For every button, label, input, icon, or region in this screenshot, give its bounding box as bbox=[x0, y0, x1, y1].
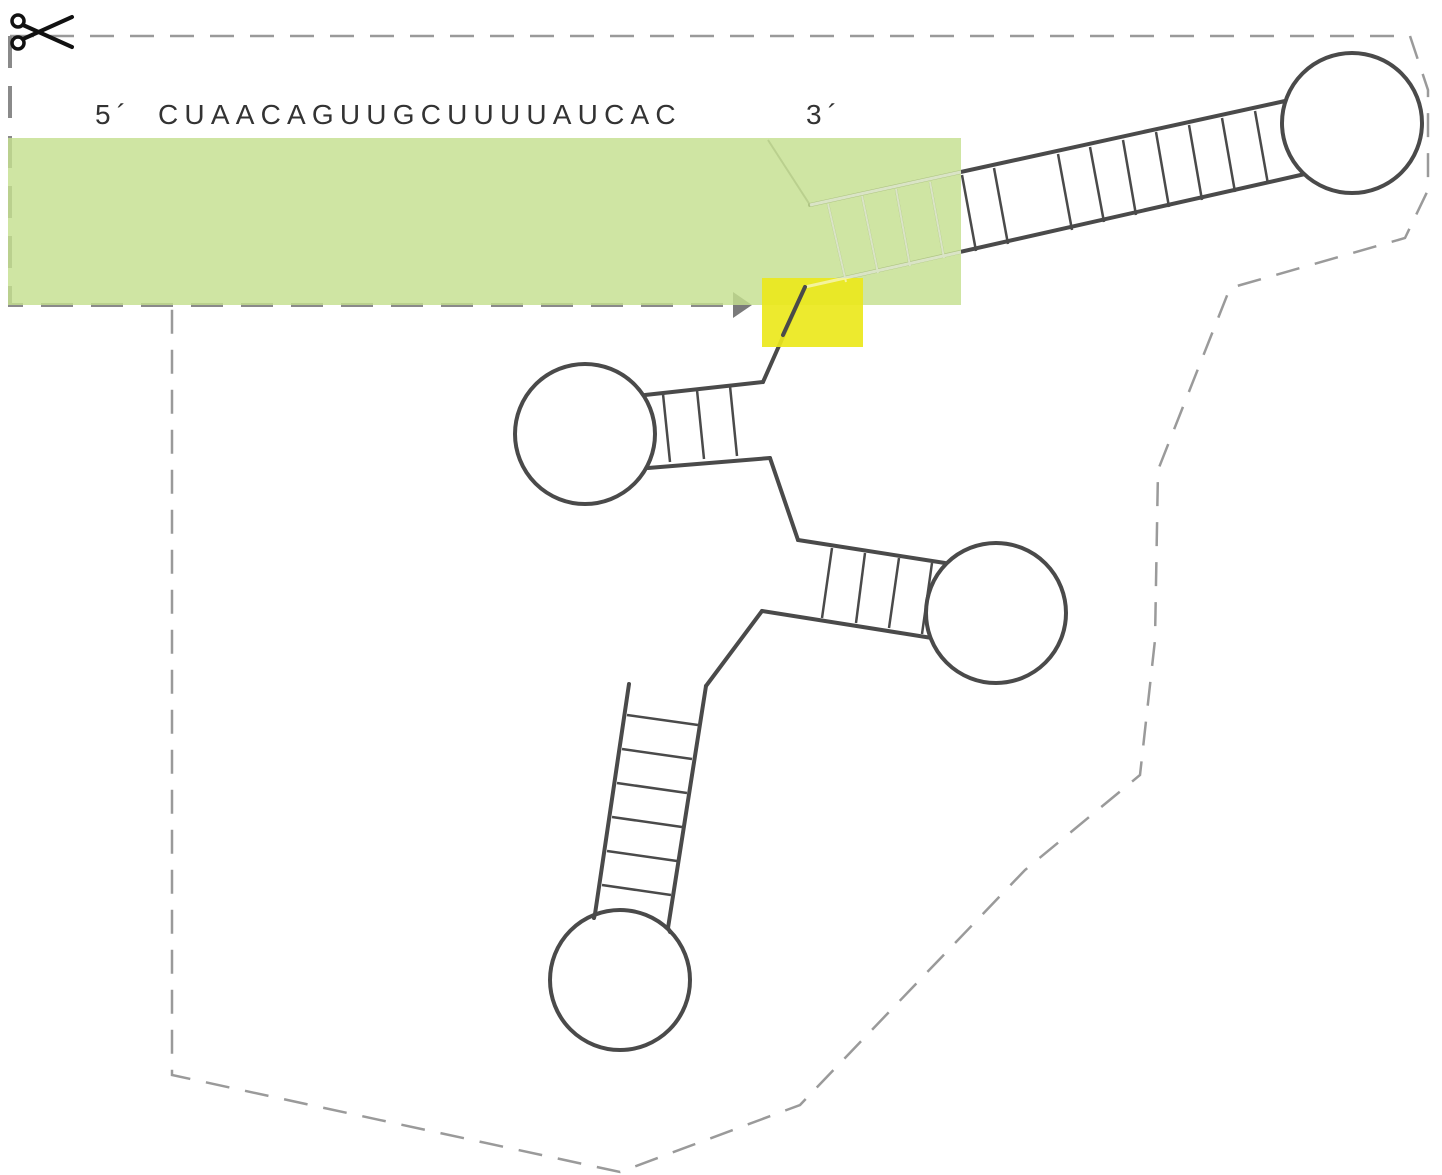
pam-strand bbox=[781, 285, 807, 337]
stem2-upper-strand bbox=[643, 380, 765, 397]
guide-highlight bbox=[8, 138, 961, 305]
linker-3 bbox=[704, 609, 764, 688]
stem3-base-pairs bbox=[820, 547, 934, 635]
stem4-loop bbox=[548, 908, 692, 1052]
stem2-base-pairs bbox=[661, 385, 739, 463]
protein-outline bbox=[10, 34, 1430, 1174]
stem1-loop bbox=[1280, 51, 1424, 195]
guide-overlay-strands bbox=[804, 170, 962, 289]
guide-sequence: CUAACAGUUGCUUUUAUCAC bbox=[158, 99, 682, 130]
stem3-upper-strand bbox=[796, 538, 947, 565]
stem3-lower-strand bbox=[760, 609, 934, 640]
stem3-loop bbox=[924, 541, 1068, 685]
stem4-base-pairs bbox=[601, 713, 699, 897]
scissors-icon bbox=[10, 13, 74, 51]
stem2-loop bbox=[513, 362, 657, 506]
stem4-right-strand bbox=[666, 684, 708, 930]
three-prime-label: 3´ bbox=[806, 99, 843, 130]
stem2-lower-strand bbox=[646, 456, 772, 470]
stem4-junction bbox=[592, 912, 672, 934]
linker-2 bbox=[768, 456, 800, 542]
five-prime-label: 5´ bbox=[95, 99, 132, 130]
pam-highlight bbox=[762, 278, 863, 347]
stem4-left-strand bbox=[593, 682, 631, 916]
